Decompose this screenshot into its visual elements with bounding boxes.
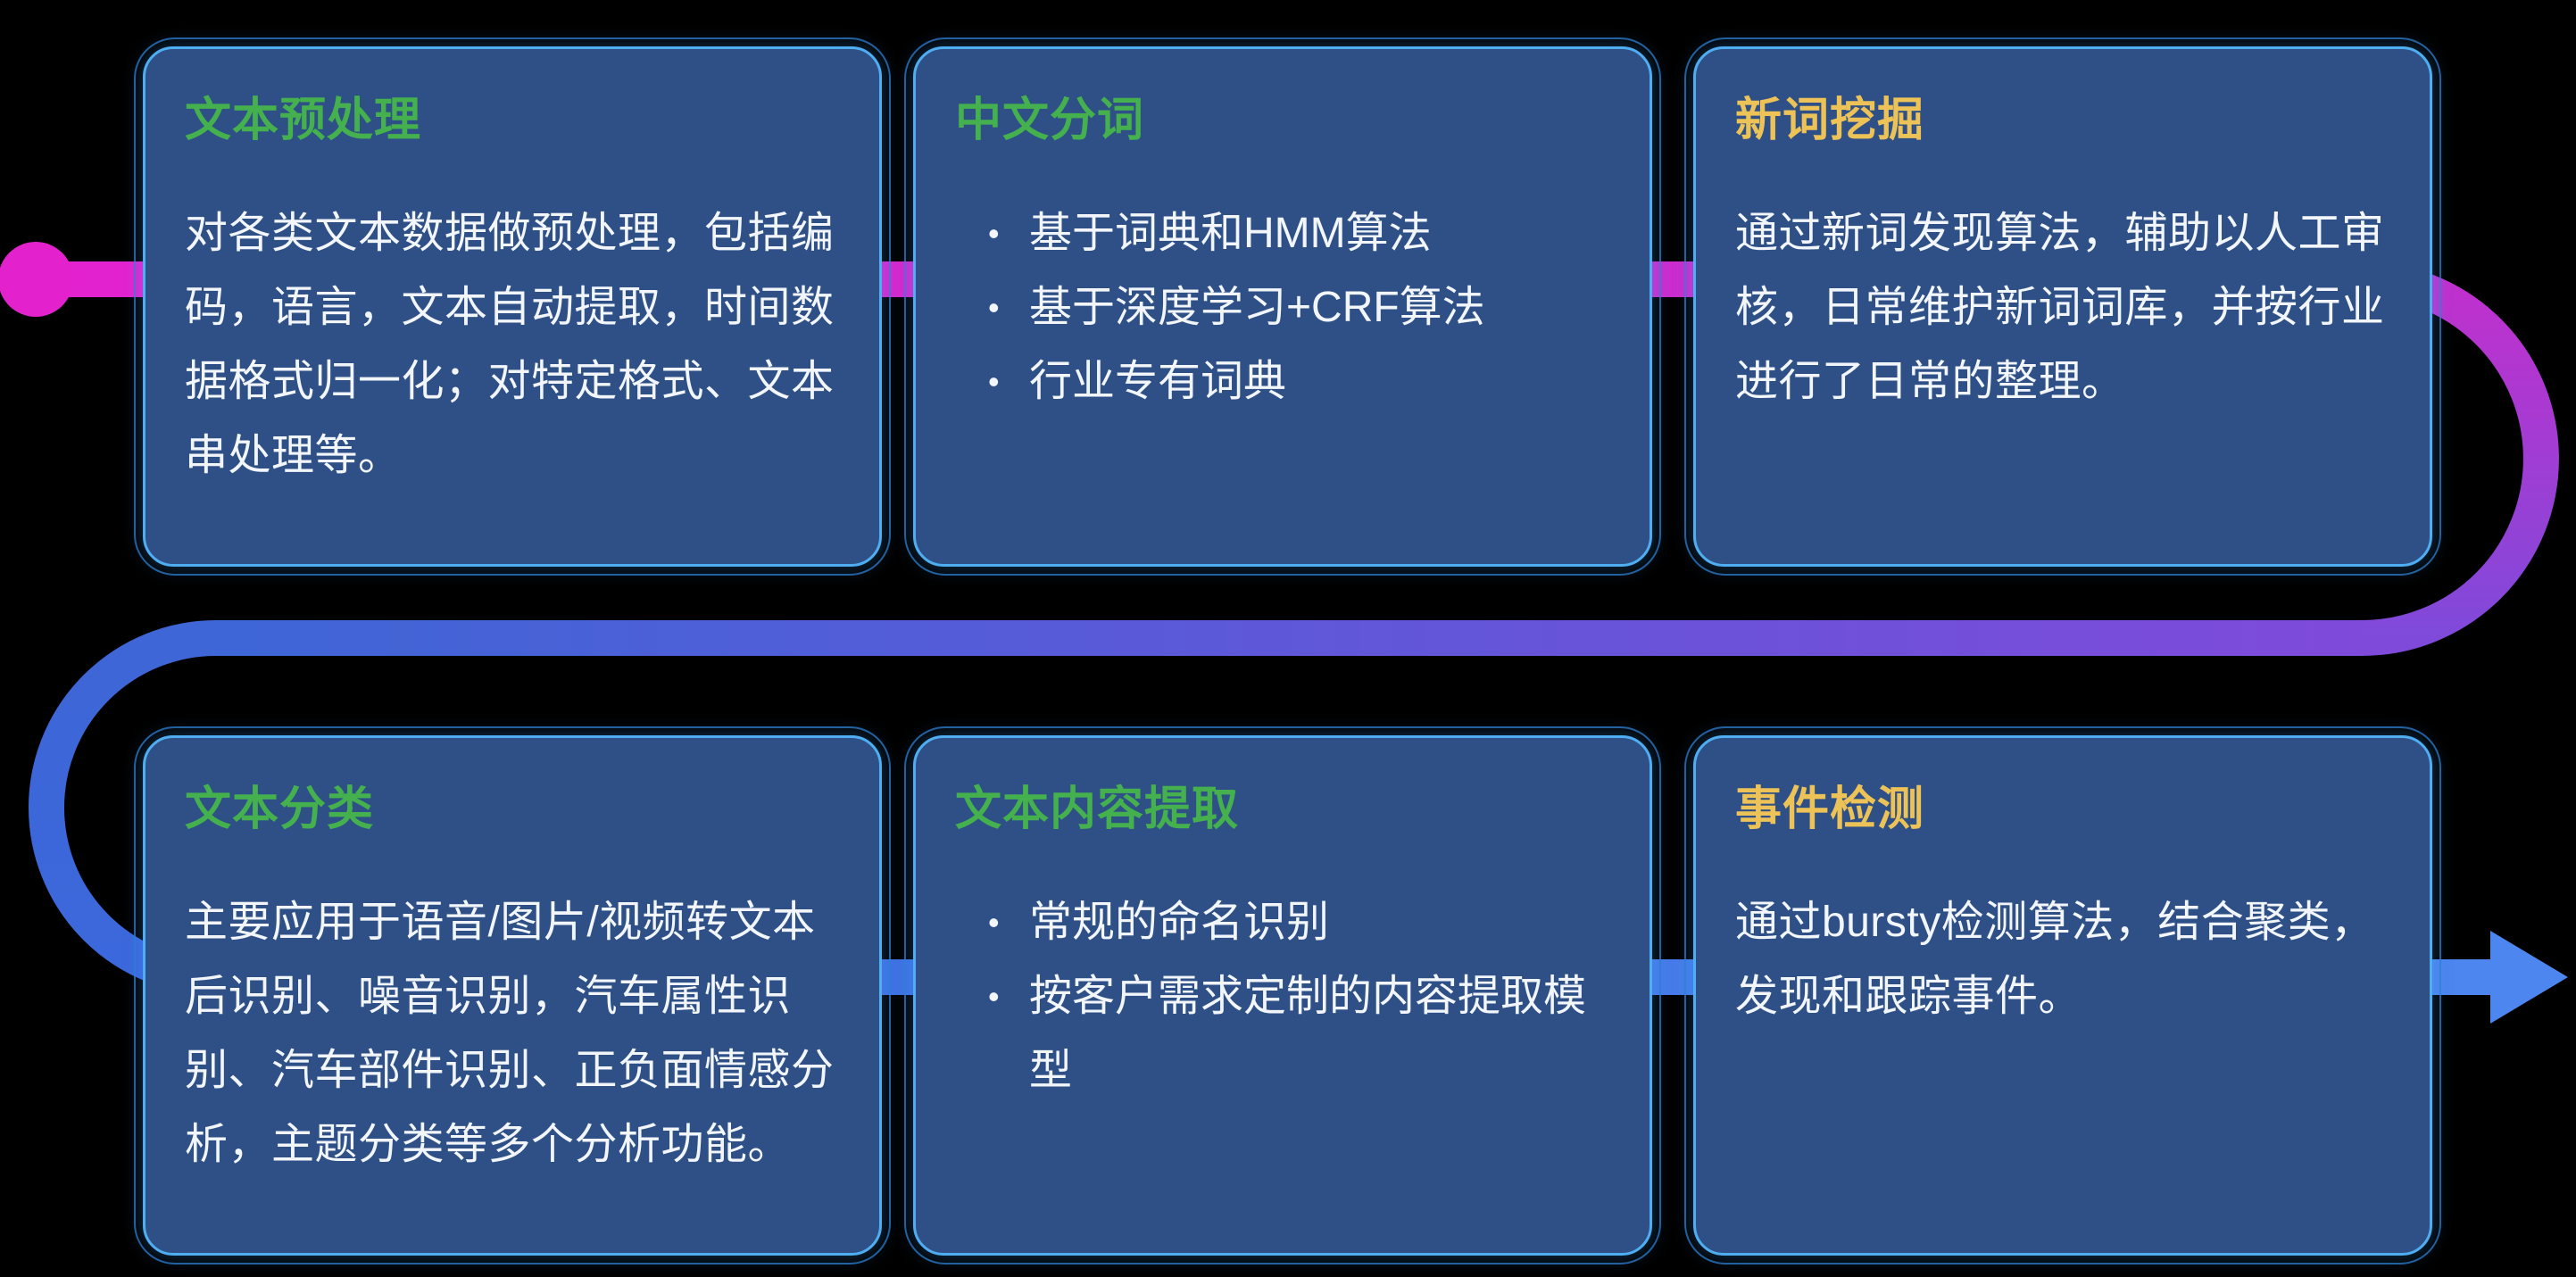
list-item: • 基于深度学习+CRF算法 [988, 270, 1610, 344]
card-body-text: 通过bursty检测算法，结合聚类，发现和跟踪事件。 [1735, 899, 2374, 1020]
list-item: • 基于词典和HMM算法 [988, 196, 1610, 270]
flow-segment-right-curve [2361, 261, 2559, 656]
bullet-marker: • [988, 978, 1000, 1015]
card-chinese-word-segmentation: 中文分词 • 基于词典和HMM算法 • 基于深度学习+CRF算法 • 行业专有词… [904, 37, 1661, 576]
card-text-content-extraction: 文本内容提取 • 常规的命名识别 • 按客户需求定制的内容提取模型 [904, 726, 1661, 1265]
flow-start-dot [0, 242, 73, 317]
list-item-text: 基于词典和HMM算法 [1029, 210, 1432, 257]
card-body-text: 对各类文本数据做预处理，包括编码，语言，文本自动提取，时间数据格式归一化；对特定… [185, 210, 835, 479]
bullet-marker: • [988, 904, 1000, 941]
card-body-text: 通过新词发现算法，辅助以人工审核，日常维护新词词库，并按行业进行了日常的整理。 [1735, 210, 2385, 405]
card-body-text: 主要应用于语音/图片/视频转文本后识别、噪音识别，汽车属性识别、汽车部件识别、正… [185, 899, 835, 1168]
list-item-text: 常规的命名识别 [1029, 899, 1330, 946]
card-new-word-mining: 新词挖掘 通过新词发现算法，辅助以人工审核，日常维护新词词库，并按行业进行了日常… [1684, 37, 2441, 576]
card-title: 新词挖掘 [1735, 95, 1925, 146]
card-title: 中文分词 [955, 95, 1145, 146]
bullet-marker: • [988, 363, 1000, 400]
card-title: 文本预处理 [185, 95, 422, 146]
list-item-text: 行业专有词典 [1029, 358, 1287, 405]
card-title: 文本分类 [185, 784, 375, 835]
card-text-preprocessing: 文本预处理 对各类文本数据做预处理，包括编码，语言，文本自动提取，时间数据格式归… [134, 37, 891, 576]
card-event-detection: 事件检测 通过bursty检测算法，结合聚类，发现和跟踪事件。 [1684, 726, 2441, 1265]
flow-segment-left-curve [29, 620, 217, 995]
bullet-list: • 常规的命名识别 • 按客户需求定制的内容提取模型 [988, 885, 1610, 1107]
bullet-marker: • [988, 215, 1000, 252]
bullet-list: • 基于词典和HMM算法 • 基于深度学习+CRF算法 • 行业专有词典 [988, 196, 1610, 419]
list-item: • 常规的命名识别 [988, 885, 1610, 959]
list-item-text: 按客户需求定制的内容提取模型 [1029, 973, 1587, 1094]
card-title: 文本内容提取 [955, 784, 1240, 835]
card-text-classification: 文本分类 主要应用于语音/图片/视频转文本后识别、噪音识别，汽车属性识别、汽车部… [134, 726, 891, 1265]
card-title: 事件检测 [1735, 784, 1925, 835]
bullet-marker: • [988, 289, 1000, 326]
list-item: • 行业专有词典 [988, 344, 1610, 419]
list-item: • 按客户需求定制的内容提取模型 [988, 959, 1610, 1107]
flow-end-arrow-icon [2490, 931, 2568, 1024]
list-item-text: 基于深度学习+CRF算法 [1029, 284, 1485, 331]
